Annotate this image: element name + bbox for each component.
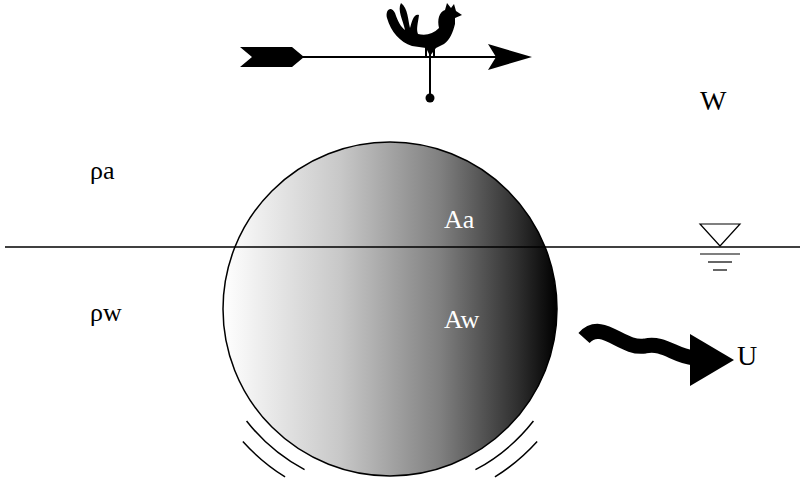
water-area-label: Aw bbox=[444, 307, 479, 333]
water-surface bbox=[5, 246, 800, 248]
wind-label: W bbox=[700, 87, 726, 115]
air-density-label: ρa bbox=[90, 158, 115, 184]
current-label: U bbox=[737, 342, 757, 370]
water-level-symbol bbox=[700, 224, 740, 270]
weathervane bbox=[240, 3, 532, 103]
air-area-label: Aa bbox=[444, 207, 474, 233]
water-density-label: ρw bbox=[90, 300, 122, 326]
motion-arcs bbox=[243, 421, 537, 477]
sphere bbox=[223, 142, 557, 476]
wavy-arrow bbox=[584, 331, 734, 386]
